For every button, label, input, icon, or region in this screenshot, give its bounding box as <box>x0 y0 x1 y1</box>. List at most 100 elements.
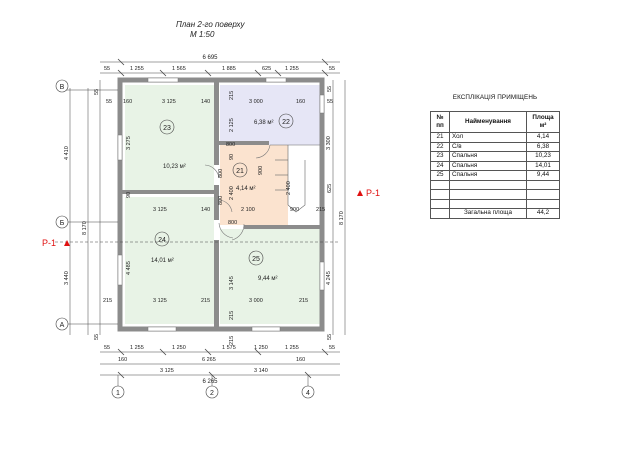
cell: 10,23 <box>526 151 560 162</box>
axis-row-b: Б <box>60 220 65 227</box>
room-22-number: 22 <box>282 119 290 126</box>
dim-wall: 800 <box>228 220 237 226</box>
cell <box>430 208 450 219</box>
cell: Спальня <box>449 160 527 171</box>
dim-right: 3 300 <box>326 136 332 150</box>
cell <box>526 179 560 190</box>
dim-wall: 90 <box>126 192 132 198</box>
inner-walls <box>122 80 322 329</box>
cell: С/в <box>449 141 527 152</box>
axis-col-2: 2 <box>210 390 214 397</box>
dim-left: 8 170 <box>82 221 88 235</box>
table-header-row: № пп Найменування Площа м² <box>430 111 560 133</box>
cell: 9,44 <box>526 170 560 181</box>
room-25-marker: 25 <box>248 250 264 266</box>
room-23-number: 23 <box>163 125 171 132</box>
dim-bottom-row3: 3 125 <box>160 368 174 374</box>
room-24-fill <box>125 197 214 324</box>
dim-wall: 215 <box>229 91 235 100</box>
dim-wall: 3 145 <box>229 276 235 290</box>
dim-right: 8 170 <box>339 211 345 225</box>
dim-inner: 3 125 <box>162 99 176 105</box>
plan-title: План 2-го поверху <box>176 20 245 29</box>
dim-wall: 800 <box>226 142 235 148</box>
total-label: Загальна площа <box>449 208 527 219</box>
col-area-header: Площа м² <box>526 111 560 133</box>
dim-top-seg: 625 <box>262 66 271 72</box>
dim-top-seg: 55 <box>329 66 335 72</box>
dim-bottom-seg: 1 255 <box>130 345 144 351</box>
cell <box>526 198 560 209</box>
room-21-marker: 21 <box>232 162 248 178</box>
room-24-marker: 24 <box>154 231 170 247</box>
dim-low: 215 <box>201 298 210 304</box>
dim-bottom-seg: 1 255 <box>285 345 299 351</box>
dim-bottom-seg: 1 250 <box>254 345 268 351</box>
dim-mid: 2 100 <box>241 207 255 213</box>
dim-bottom-seg: 1 575 <box>222 345 236 351</box>
dim-wall: 215 <box>229 336 235 345</box>
room-24-area: 14,01 м² <box>151 258 174 264</box>
dim-inner: 160 <box>123 99 132 105</box>
room-23-area: 10,23 м² <box>163 164 186 170</box>
dim-wall: 215 <box>229 311 235 320</box>
room-24-number: 24 <box>158 237 166 244</box>
table-total-row: Загальна площа 44,2 <box>430 208 560 219</box>
dim-top-seg: 1 565 <box>172 66 186 72</box>
dim-right: 55 <box>327 334 333 340</box>
cell: 23 <box>430 151 450 162</box>
room-21-number: 21 <box>236 168 244 175</box>
dim-inner: 3 000 <box>249 99 263 105</box>
room-21-fill <box>220 145 288 225</box>
axis-row-v: В <box>60 84 65 91</box>
cell: 6,38 <box>526 141 560 152</box>
dim-bottom-row2: 6 265 <box>202 357 216 363</box>
dim-top-seg: 1 885 <box>222 66 236 72</box>
cell <box>449 198 527 209</box>
axis-col-4: 4 <box>306 390 310 397</box>
cell <box>430 198 450 209</box>
dim-low: 3 125 <box>153 298 167 304</box>
dim-wall: 2 400 <box>286 181 292 195</box>
section-label-right: Р-1 <box>366 188 380 198</box>
outer-wall <box>117 77 325 332</box>
windows <box>117 77 325 332</box>
dim-inner: 55 <box>106 99 112 105</box>
dim-wall: 900 <box>258 166 264 175</box>
dim-mid: 900 <box>290 207 299 213</box>
dim-wall: 800 <box>218 169 224 178</box>
dim-mid: 3 125 <box>153 207 167 213</box>
stair <box>270 144 320 213</box>
dim-bottom-seg: 1 250 <box>172 345 186 351</box>
dim-bottom-seg: 55 <box>329 345 335 351</box>
explication-panel: ЕКСПЛІКАЦІЯ ПРИМІЩЕНЬ № пп Найменування … <box>430 94 560 219</box>
dim-wall: 2 125 <box>229 118 235 132</box>
col-name-header: Найменування <box>449 111 527 133</box>
table-row <box>430 179 560 190</box>
dim-low: 3 000 <box>249 298 263 304</box>
dim-right: 55 <box>327 86 333 92</box>
cell: 21 <box>430 132 450 143</box>
cell: 22 <box>430 141 450 152</box>
room-21-area: 4,14 м² <box>236 186 255 192</box>
dim-left: 3 440 <box>64 271 70 285</box>
dim-left: 3 275 <box>126 136 132 150</box>
dim-inner: 160 <box>296 99 305 105</box>
explication-title: ЕКСПЛІКАЦІЯ ПРИМІЩЕНЬ <box>452 94 538 101</box>
table-row <box>430 189 560 200</box>
dim-mid: 215 <box>316 207 325 213</box>
cell <box>526 189 560 200</box>
dim-bottom-overall: 6 265 <box>202 379 218 385</box>
dim-inner: 140 <box>201 99 210 105</box>
door-arcs <box>204 144 271 241</box>
cell: 24 <box>430 160 450 171</box>
cell: 14,01 <box>526 160 560 171</box>
section-marker-left-icon <box>64 240 70 246</box>
room-22-area: 6,38 м² <box>254 120 273 126</box>
dim-left: 55 <box>94 334 100 340</box>
